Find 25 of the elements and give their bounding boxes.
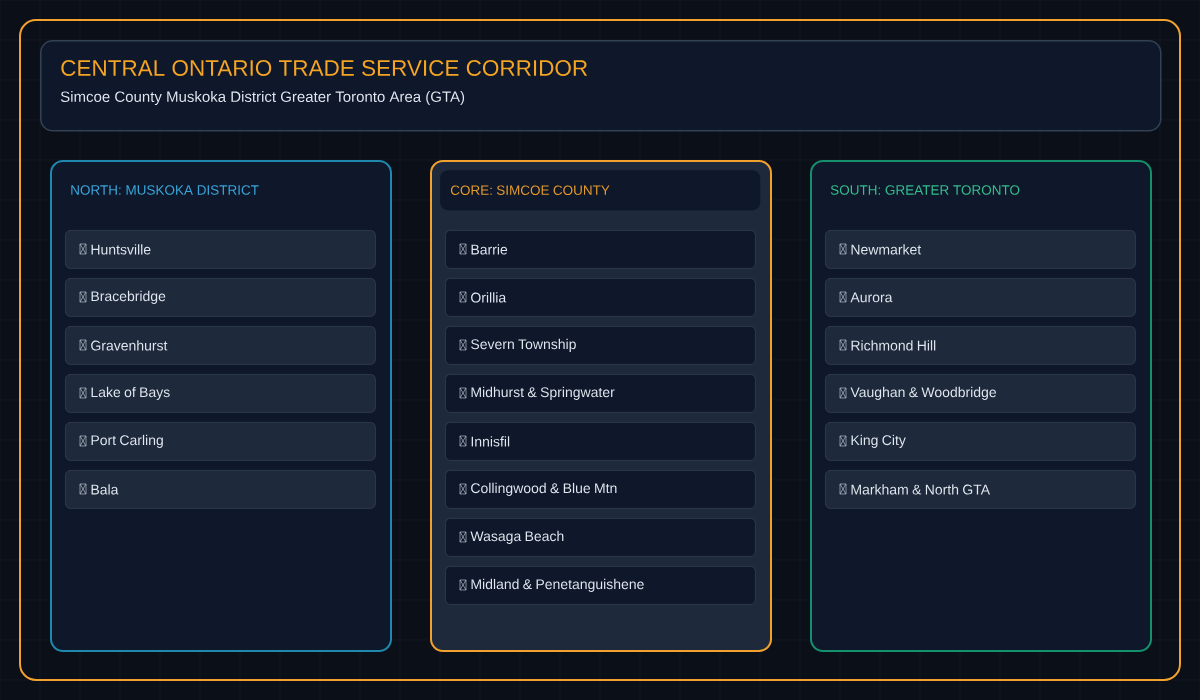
town-item: Bracebridge <box>65 278 376 317</box>
town-item: Orillia <box>445 278 756 317</box>
town-item: Severn Township <box>445 326 756 365</box>
panel-heading: SOUTH: GREATER TORONTO <box>830 185 1020 195</box>
town-item: Lake of Bays <box>65 374 376 413</box>
town-item: Gravenhurst <box>65 326 376 365</box>
town-item: Richmond Hill <box>825 326 1136 365</box>
town-item: Midhurst & Springwater <box>445 374 756 413</box>
town-item: Barrie <box>445 230 756 269</box>
town-item: Bala <box>65 470 376 509</box>
panel-heading: NORTH: MUSKOKA DISTRICT <box>71 185 259 195</box>
town-item: Collingwood & Blue Mtn <box>445 470 756 509</box>
town-item: Vaughan & Woodbridge <box>825 374 1136 413</box>
heading-band: CORE: SIMCOE COUNTY <box>440 170 761 211</box>
town-item: Port Carling <box>65 422 376 461</box>
town-item: Wasaga Beach <box>445 518 756 557</box>
title: CENTRAL ONTARIO TRADE SERVICE CORRIDOR <box>61 60 588 76</box>
town-item: Huntsville <box>65 230 376 269</box>
town-item: Markham & North GTA <box>825 470 1136 509</box>
subtitle: Simcoe County Muskoka District Greater Toronto Area (GTA) <box>60 91 465 105</box>
town-item: Innisfil <box>445 422 756 461</box>
town-item: Newmarket <box>825 230 1136 269</box>
town-item: Midland & Penetanguishene <box>445 566 756 605</box>
town-item: King City <box>825 422 1136 461</box>
town-item: Aurora <box>825 278 1136 317</box>
